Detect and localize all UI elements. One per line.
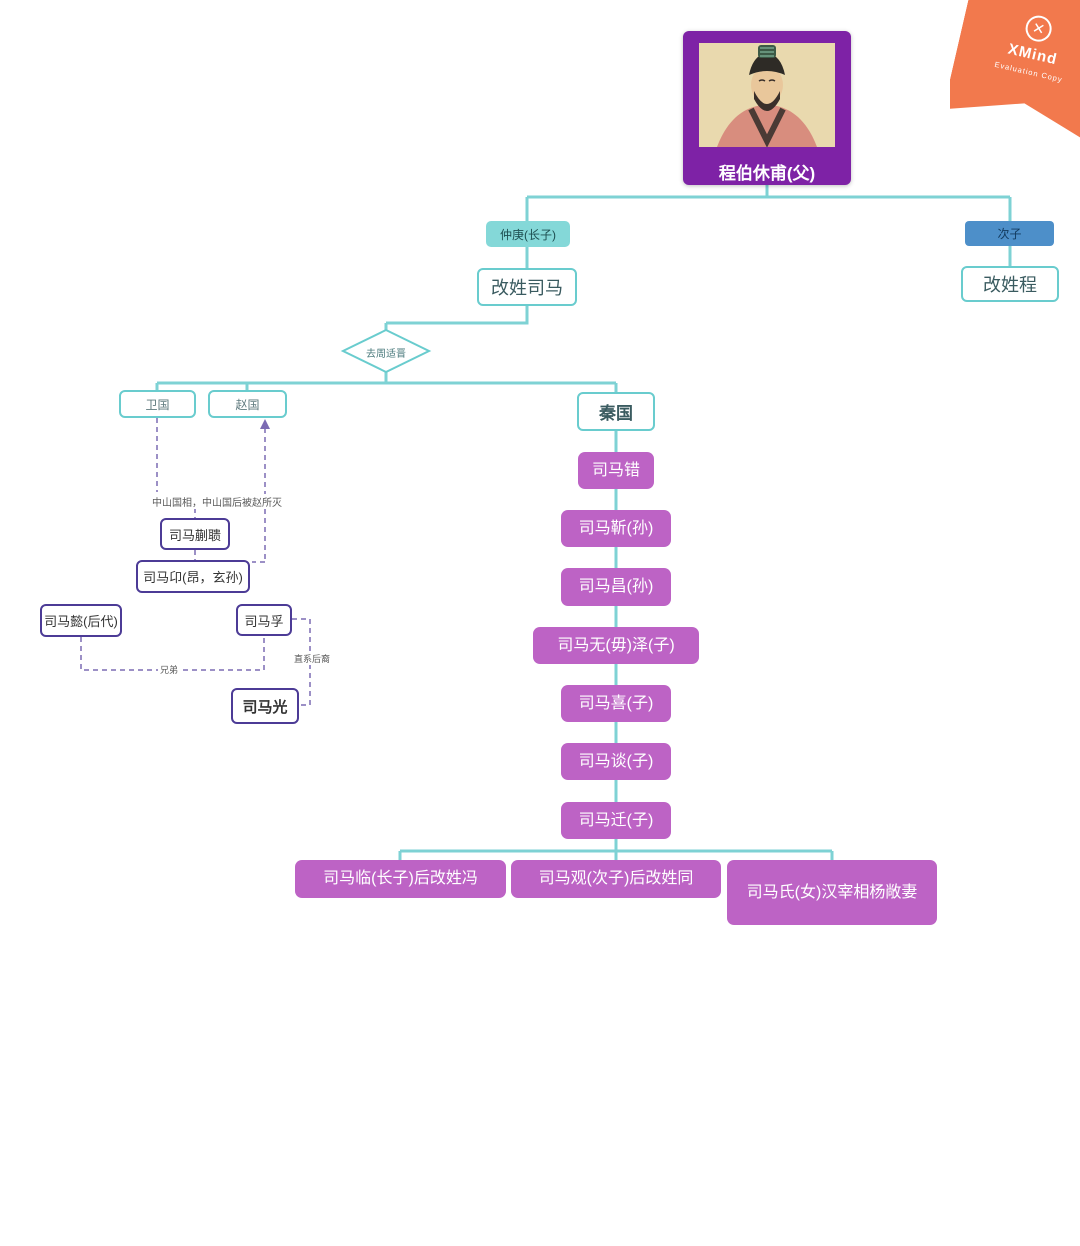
xmind-watermark[interactable]: ✕ XMind Evaluation Copy [950,0,1080,140]
badge-eldest-son[interactable]: 仲庚(长子) [486,221,570,247]
relation-label-brothers[interactable]: 兄弟 [158,663,181,676]
badge-eldest-son-label: 仲庚(长子) [500,227,556,242]
badge-second-son[interactable]: 次子 [965,221,1054,246]
node-sima-fu[interactable]: 司马孚 [236,604,292,636]
node-sima-ang[interactable]: 司马卬(昂，玄孙) [136,560,250,593]
relation-note-zhongshan[interactable]: 中山国相，中山国后被赵所灭 [150,494,284,509]
xmind-ribbon: ✕ XMind Evaluation Copy [950,0,1080,140]
relation-label: 直系后裔 [294,654,331,664]
node-label: 司马光 [242,698,288,716]
node-change-to-sima-label: 改姓司马 [491,278,563,298]
decision-label: 去周适晋 [366,349,406,360]
chain-node-label: 司马喜(子) [578,694,654,712]
node-change-to-cheng[interactable]: 改姓程 [961,266,1059,302]
chain-node-label: 司马错 [591,461,640,479]
child-node-sima-lin[interactable]: 司马临(长子)后改姓冯 [295,860,506,898]
child-node-label: 司马临(长子)后改姓冯 [323,870,478,887]
ancestor-portrait-image [699,43,835,152]
child-node-label: 司马氏(女)汉宰相杨敞妻 [746,883,918,901]
node-label: 司马懿(后代) [44,614,118,629]
chain-node-label: 司马无(毋)泽(子) [557,636,675,654]
node-sima-yi[interactable]: 司马懿(后代) [40,604,122,637]
chain-node-sima-xi[interactable]: 司马喜(子) [561,685,671,722]
decision-leave-zhou[interactable]: 去周适晋 [346,345,426,360]
node-zhao-label: 赵国 [235,397,260,412]
chain-node-label: 司马谈(子) [578,752,654,770]
chain-node-sima-chang[interactable]: 司马昌(孙) [561,568,671,606]
node-label: 司马卬(昂，玄孙) [143,570,243,585]
root-label: 程伯休甫(父) [718,164,816,183]
node-root[interactable]: 程伯休甫(父) [683,31,851,185]
chain-node-sima-wuze[interactable]: 司马无(毋)泽(子) [533,627,699,664]
node-wei-label: 卫国 [145,397,170,412]
child-node-sima-guan[interactable]: 司马观(次子)后改姓同 [511,860,721,898]
relation-note-label: 中山国相，中山国后被赵所灭 [152,498,282,509]
arrow-up-icon [260,419,270,429]
node-qin-label: 秦国 [599,404,633,423]
node-change-to-sima[interactable]: 改姓司马 [477,268,577,306]
chain-node-label: 司马靳(孙) [578,519,654,537]
node-wei-state[interactable]: 卫国 [119,390,196,418]
node-sima-guang[interactable]: 司马光 [231,688,299,724]
chain-node-label: 司马昌(孙) [578,578,654,595]
node-label: 司马孚 [244,613,284,629]
chain-node-sima-jin[interactable]: 司马靳(孙) [561,510,671,547]
chain-node-sima-tan[interactable]: 司马谈(子) [561,743,671,780]
relation-label-direct-lineage[interactable]: 直系后裔 [292,652,333,665]
chain-node-sima-qian[interactable]: 司马迁(子) [561,802,671,839]
node-label: 司马蒯聩 [168,527,221,543]
node-qin-state[interactable]: 秦国 [577,392,655,431]
relation-label: 兄弟 [160,665,179,675]
close-circle-icon[interactable]: ✕ [1023,13,1054,44]
child-node-label: 司马观(次子)后改姓同 [538,870,694,887]
node-change-to-cheng-label: 改姓程 [983,275,1037,295]
chain-node-sima-cuo[interactable]: 司马错 [578,452,654,489]
node-sima-kuaikui[interactable]: 司马蒯聩 [160,518,230,550]
chain-node-label: 司马迁(子) [578,811,654,829]
child-node-sima-shi[interactable]: 司马氏(女)汉宰相杨敞妻 [727,860,937,925]
badge-second-son-label: 次子 [997,227,1022,241]
node-zhao-state[interactable]: 赵国 [208,390,287,418]
